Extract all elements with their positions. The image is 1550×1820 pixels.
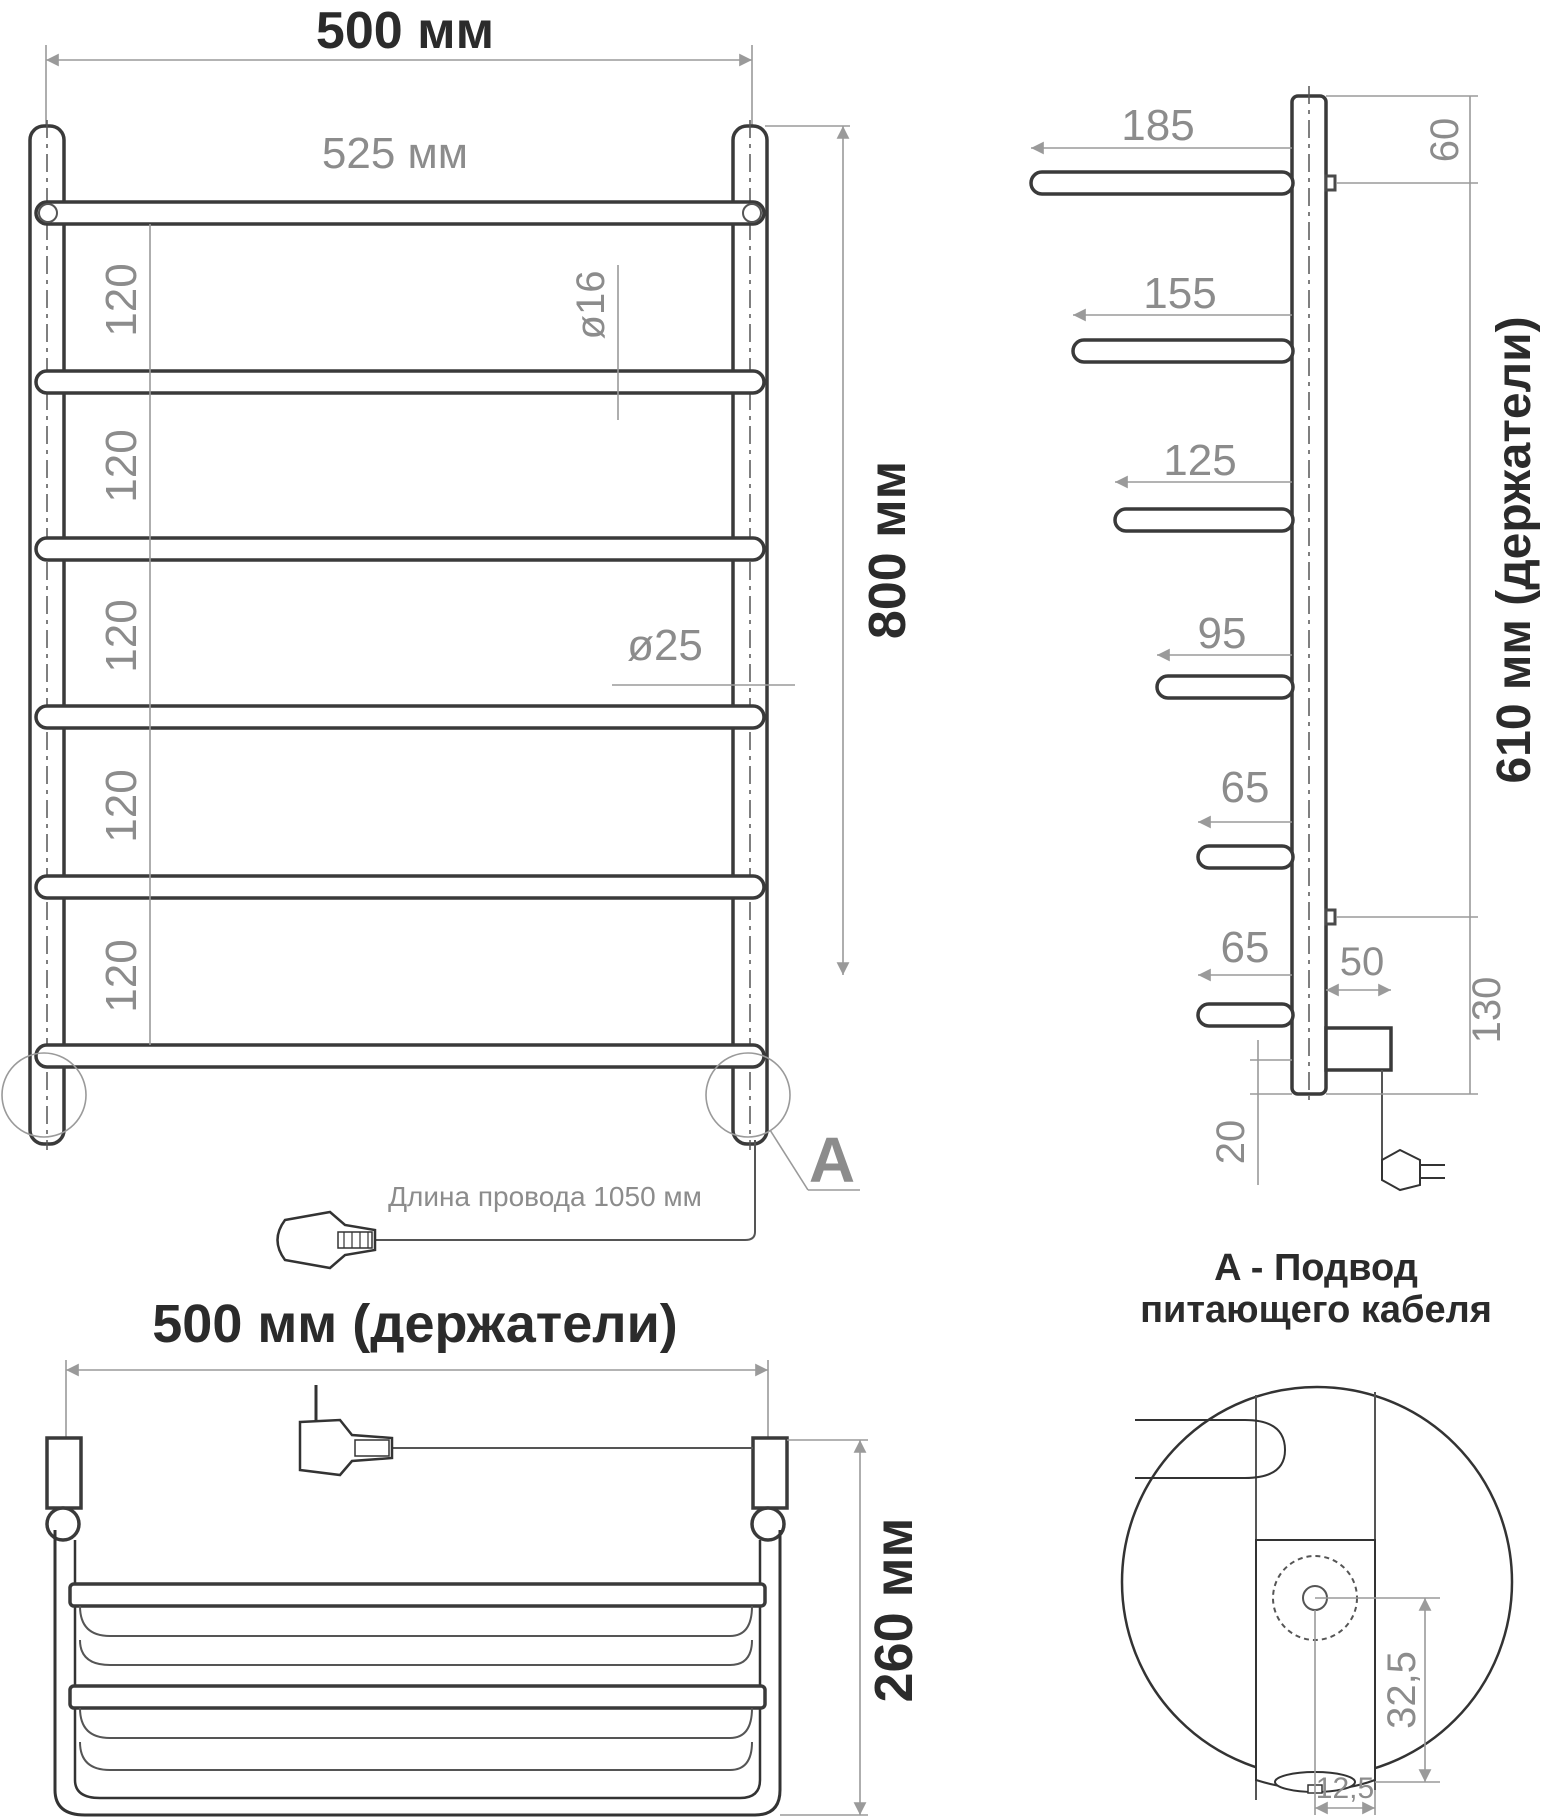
- depth-label: 185: [1121, 101, 1194, 150]
- rung: [34, 874, 766, 900]
- detail-circle: [1, 1052, 87, 1138]
- rungs: [34, 200, 766, 1069]
- detail-a: A - Подвод питающего кабеля 32,5 12,5: [1120, 1247, 1514, 1815]
- power-cable: [375, 1140, 756, 1241]
- holder: [1029, 170, 1295, 196]
- cable-length-label: Длина провода 1050 мм: [388, 1181, 702, 1212]
- left-mount: [45, 1506, 81, 1542]
- spacing-label: 120: [97, 769, 146, 842]
- bolt-icon: [38, 203, 58, 223]
- depth-label: 65: [1221, 763, 1270, 812]
- holder-bar: [68, 1582, 767, 1608]
- holder: [1196, 844, 1295, 870]
- right-mount: [750, 1506, 786, 1542]
- bottom-offset-label: 130: [1465, 977, 1509, 1044]
- rung-diameter-label: ø16: [569, 271, 613, 340]
- spacing-label: 120: [97, 263, 146, 336]
- top-plug-icon: [298, 1385, 394, 1477]
- depth-label: 95: [1198, 609, 1247, 658]
- detail-circle-a: [705, 1052, 791, 1138]
- detail-width-label: 12,5: [1316, 1772, 1374, 1805]
- holder: [1071, 338, 1295, 364]
- holder: [1196, 1002, 1295, 1028]
- detail-title-line1: A - Подвод: [1214, 1247, 1418, 1289]
- front-view: 500 мм 525 мм 120 120 120 120 120 ø: [1, 2, 917, 1270]
- top-view: 500 мм (держатели) 260 мм: [45, 1294, 924, 1817]
- bolt-icon: [742, 203, 762, 223]
- rung: [34, 200, 766, 226]
- height-label: 800 мм: [859, 461, 917, 639]
- rung: [34, 536, 766, 562]
- outer-width-label: 525 мм: [322, 129, 468, 178]
- left-post-top: [45, 1436, 83, 1510]
- holder-bar: [68, 1684, 767, 1710]
- depth-label: 125: [1163, 436, 1236, 485]
- side-view: 185 155 125 95 65 65 50 60 610 мм (держа…: [1029, 86, 1541, 1192]
- top-depth-label: 260 мм: [864, 1518, 924, 1703]
- plug-icon: [276, 1210, 377, 1270]
- junction-box: [1324, 1026, 1393, 1072]
- rung: [34, 1043, 766, 1069]
- post-diameter-label: ø25: [627, 621, 703, 670]
- holders-width-label: 500 мм (держатели): [152, 1294, 678, 1354]
- spacing-label: 120: [97, 429, 146, 502]
- base-gap-label: 20: [1209, 1120, 1253, 1165]
- depth-label: 65: [1221, 923, 1270, 972]
- detail-height-label: 32,5: [1380, 1651, 1424, 1729]
- width-label: 500 мм: [316, 2, 494, 60]
- rung: [34, 369, 766, 395]
- mount-bracket: [1324, 908, 1337, 926]
- box-depth-label: 50: [1340, 940, 1385, 984]
- spacing-label: 120: [97, 599, 146, 672]
- right-post-top: [751, 1436, 789, 1510]
- detail-marker: A: [809, 1124, 855, 1196]
- holder: [1155, 674, 1295, 700]
- holder: [1113, 507, 1295, 533]
- spacing-label: 120: [97, 939, 146, 1012]
- top-offset-label: 60: [1423, 118, 1467, 163]
- mount-bracket: [1324, 174, 1337, 192]
- holders-height-label: 610 мм (держатели): [1488, 316, 1541, 783]
- depth-label: 155: [1143, 269, 1216, 318]
- detail-title-line2: питающего кабеля: [1140, 1289, 1492, 1331]
- side-plug-icon: [1381, 1148, 1445, 1192]
- rung: [34, 704, 766, 730]
